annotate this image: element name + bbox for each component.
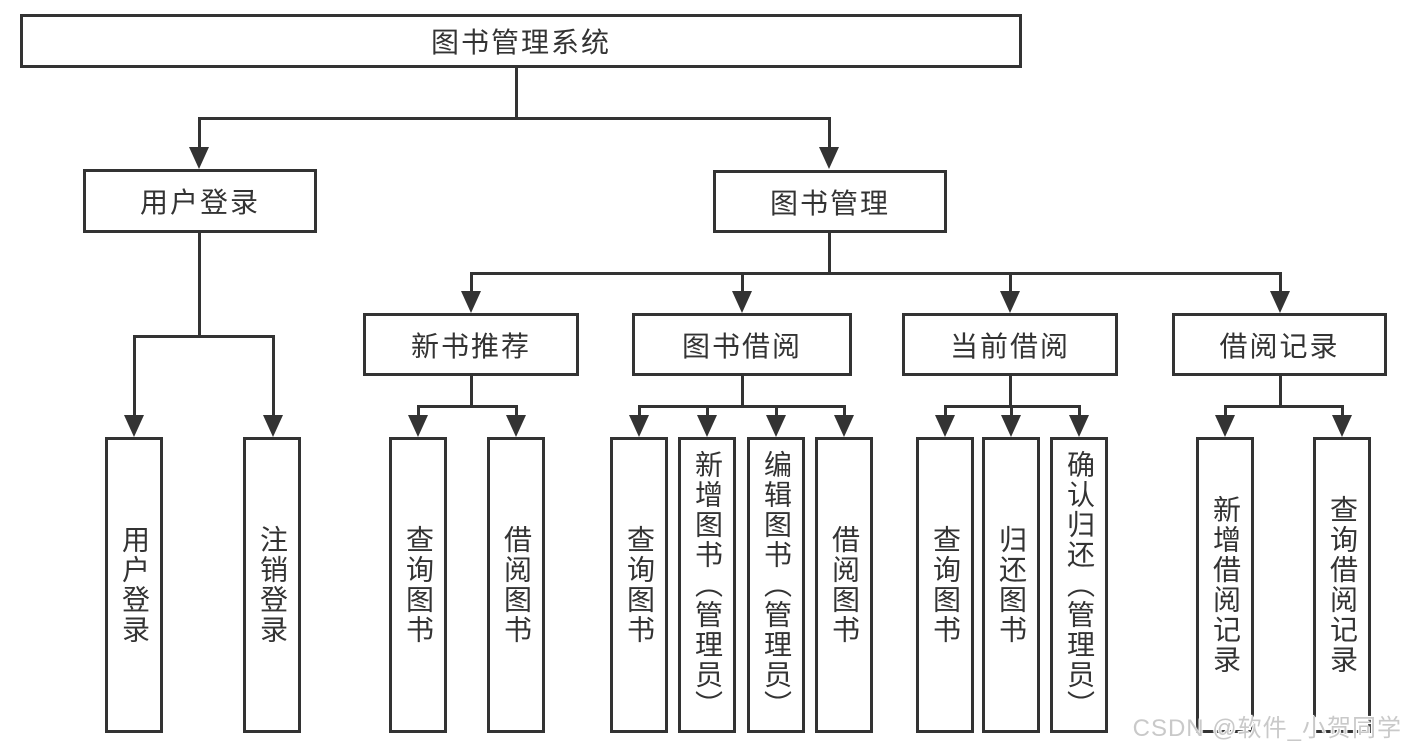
connector-stem-leaf (1010, 405, 1013, 417)
connector-stem-section (741, 272, 744, 293)
connector-leaf-rail (1224, 405, 1343, 408)
connector-stem-leaf (133, 335, 136, 415)
connector-stem-leaf (944, 405, 947, 417)
connector-user-login-rail (133, 335, 275, 338)
connector-stem-book-management (828, 117, 831, 150)
leaf-borrow-books-borrowing: 借阅图书 (815, 437, 873, 733)
leaf-add-books-admin: 新增图书（管理员） (678, 437, 736, 733)
leaf-query-books-recommend: 查询图书 (389, 437, 447, 733)
connector-stem-leaf (1078, 405, 1081, 417)
node-book-borrowing: 图书借阅 (632, 313, 852, 376)
leaf-add-borrow-record: 新增借阅记录 (1196, 437, 1254, 733)
arrow-down-icon (935, 415, 955, 437)
leaf-query-books-current: 查询图书 (916, 437, 974, 733)
leaf-return-books: 归还图书 (982, 437, 1040, 733)
node-book-management: 图书管理 (713, 170, 947, 233)
arrow-down-icon (124, 415, 144, 437)
connector-stem-leaf (272, 335, 275, 415)
arrow-down-icon (697, 415, 717, 437)
connector-section-stub (1279, 376, 1282, 405)
node-user-login: 用户登录 (83, 169, 317, 233)
connector-stem-leaf (1341, 405, 1344, 417)
connector-leaf-rail (417, 405, 517, 408)
arrow-down-icon (1332, 415, 1352, 437)
node-root: 图书管理系统 (20, 14, 1022, 68)
connector-stem-leaf (417, 405, 420, 417)
arrow-down-icon (189, 147, 209, 169)
connector-user-login-stub (198, 233, 201, 335)
arrow-down-icon (1215, 415, 1235, 437)
arrow-down-icon (629, 415, 649, 437)
arrow-down-icon (1000, 291, 1020, 313)
leaf-edit-books-admin: 编辑图书（管理员） (747, 437, 805, 733)
arrow-down-icon (263, 415, 283, 437)
connector-level2-rail (198, 117, 831, 120)
node-new-book-recommendation: 新书推荐 (363, 313, 579, 376)
connector-stem-leaf (1224, 405, 1227, 417)
connector-stem-section (470, 272, 473, 293)
leaf-query-books-borrowing: 查询图书 (610, 437, 668, 733)
connector-stem-user-login (198, 117, 201, 150)
arrow-down-icon (1270, 291, 1290, 313)
arrow-down-icon (461, 291, 481, 313)
arrow-down-icon (408, 415, 428, 437)
arrow-down-icon (506, 415, 526, 437)
connector-stem-section (1009, 272, 1012, 293)
connector-root-stub (515, 68, 518, 117)
leaf-confirm-return-admin: 确认归还（管理员） (1050, 437, 1108, 733)
connector-leaf-rail (638, 405, 845, 408)
leaf-user-login: 用户登录 (105, 437, 163, 733)
arrow-down-icon (1069, 415, 1089, 437)
arrow-down-icon (766, 415, 786, 437)
connector-section-stub (741, 376, 744, 405)
connector-book-management-stub (828, 233, 831, 272)
csdn-watermark: CSDN @软件_小贺同学 (1132, 715, 1402, 742)
connector-section-stub (1009, 376, 1012, 405)
connector-level3-rail (470, 272, 1281, 275)
leaf-borrow-books-recommend: 借阅图书 (487, 437, 545, 733)
node-current-borrowing: 当前借阅 (902, 313, 1118, 376)
connector-stem-section (1279, 272, 1282, 293)
connector-stem-leaf (515, 405, 518, 417)
leaf-query-borrow-record: 查询借阅记录 (1313, 437, 1371, 733)
arrow-down-icon (732, 291, 752, 313)
connector-section-stub (470, 376, 473, 405)
node-borrowing-records: 借阅记录 (1172, 313, 1387, 376)
connector-stem-leaf (775, 405, 778, 417)
connector-stem-leaf (843, 405, 846, 417)
arrow-down-icon (1001, 415, 1021, 437)
connector-stem-leaf (706, 405, 709, 417)
arrow-down-icon (834, 415, 854, 437)
connector-stem-leaf (638, 405, 641, 417)
leaf-logout: 注销登录 (243, 437, 301, 733)
arrow-down-icon (819, 147, 839, 169)
